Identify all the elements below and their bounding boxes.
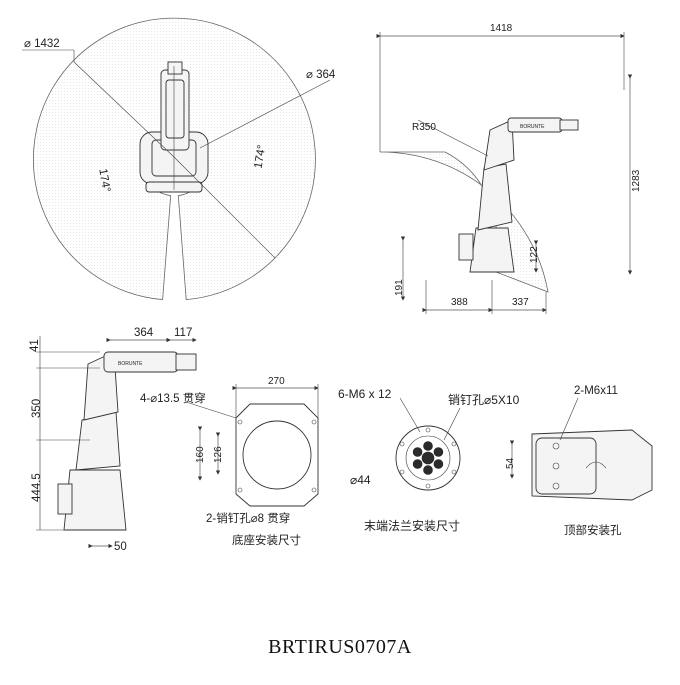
side-view-height: 1283 [631,169,642,192]
flange-pin-hole: 销钉孔⌀5X10 [448,393,520,407]
top-mount-caption: 顶部安装孔 [564,523,622,537]
side-view-inner-radius: R350 [412,122,436,133]
side-view-workspace [379,151,549,293]
base-caption: 底座安装尺寸 [232,533,301,547]
side-view-dim-337: 337 [512,297,529,308]
front-view-dim-444-5: 444.5 [31,473,43,502]
flange-caption: 末端法兰安装尺寸 [364,518,460,533]
base-mounting-view: 270 160 126 4-⌀13.5 贯穿 2-销钉孔⌀8 贯穿 底座安装尺寸 [140,376,319,547]
side-view-robot-label: BORUNTE [520,124,545,130]
top-mount-screws: 2-M6x11 [574,385,618,397]
model-title: BRTIRUS0707A [268,636,412,658]
base-pin-label: 2-销钉孔⌀8 贯穿 [206,511,290,525]
base-dim-160: 160 [195,446,206,463]
base-dim-126: 126 [213,446,224,463]
front-view-dim-50: 50 [114,541,127,553]
side-view-dim-191: 191 [394,279,405,296]
flange-diameter: ⌀44 [350,473,371,487]
top-view-inner-diameter: ⌀ 364 [306,69,336,81]
top-mount-view: 54 2-M6x11 顶部安装孔 [505,385,653,537]
side-view-width: 1418 [490,23,513,34]
top-mount-dim-54: 54 [505,457,516,469]
front-view-dim-350: 350 [31,399,43,418]
top-view-robot [139,61,209,193]
side-view-dim-122: 122 [529,246,540,263]
side-view-dim-388: 388 [451,297,468,308]
top-view-right-angle: 174° [252,144,268,170]
front-view-robot: BORUNTE [57,351,197,531]
front-view-dim-41: 41 [29,339,41,352]
front-view-dim-364: 364 [134,327,154,339]
top-view: ⌀ 1432 ⌀ 364 174° 174° [22,17,336,301]
front-view-dim-117: 117 [174,327,192,339]
side-view-robot: BORUNTE [458,117,579,273]
flange-view: 6-M6 x 12 销钉孔⌀5X10 ⌀44 末端法兰安装尺寸 [338,387,520,533]
top-view-reach-diameter: ⌀ 1432 [24,38,60,50]
front-view-robot-label: BORUNTE [118,361,143,367]
top-view-left-angle: 174° [96,168,112,194]
flange-screws: 6-M6 x 12 [338,387,392,401]
front-view: BORUNTE 364 117 41 350 444.5 50 [29,327,197,553]
base-width: 270 [268,376,285,387]
side-view: BORUNTE 1418 1283 R350 191 122 388 337 [376,23,642,314]
base-holes-label: 4-⌀13.5 贯穿 [140,391,206,405]
